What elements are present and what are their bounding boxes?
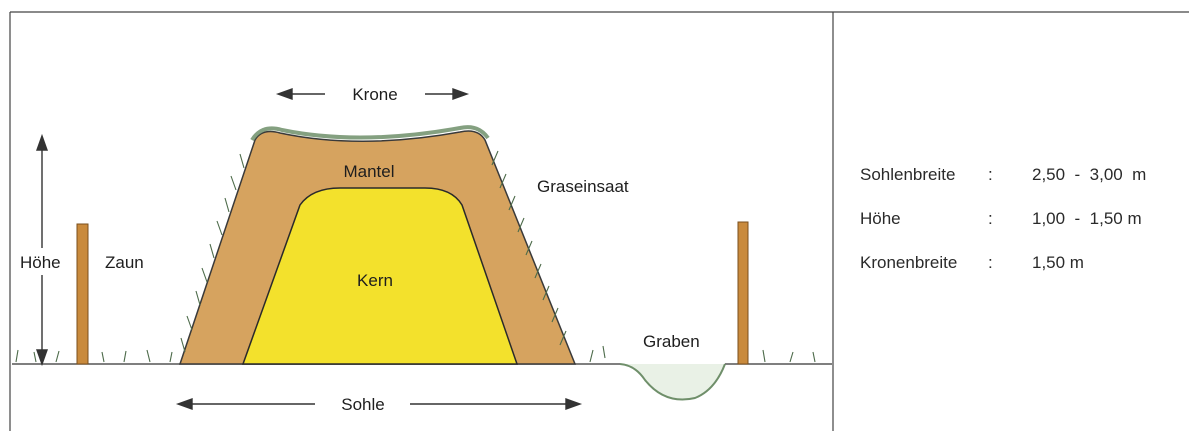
spec-sep-height: : [988,209,993,228]
dike-core [241,187,519,365]
spec-value-base-width: 2,50 - 3,00 m [1032,165,1146,184]
slope-grass [15,150,816,363]
label-fence: Zaun [105,253,144,272]
spec-label-crown-width: Kronenbreite [860,253,957,272]
figure-frame [9,11,1189,431]
crown-grass-line [250,125,490,142]
spec-value-crown-width: 1,50 m [1032,253,1084,272]
spec-label-base-width: Sohlenbreite [860,165,955,184]
base-arrows [175,398,583,410]
label-crown: Krone [352,85,397,104]
fence-post-left [76,223,89,365]
label-height: Höhe [20,253,61,272]
spec-sep-crown-width: : [988,253,993,272]
ditch [619,363,726,401]
label-core: Kern [357,271,393,290]
specs-panel: Sohlenbreite : 2,50 - 3,00 m Höhe : 1,00… [860,165,1146,272]
label-base: Sohle [341,395,384,414]
label-mantle: Mantel [343,162,394,181]
height-arrow [36,133,48,367]
crown-arrows [275,88,470,100]
label-grass-seeding: Graseinsaat [537,177,629,196]
label-ditch: Graben [643,332,700,351]
fence-post-right [737,221,749,365]
spec-label-height: Höhe [860,209,901,228]
spec-sep-base-width: : [988,165,993,184]
spec-value-height: 1,00 - 1,50 m [1032,209,1142,228]
